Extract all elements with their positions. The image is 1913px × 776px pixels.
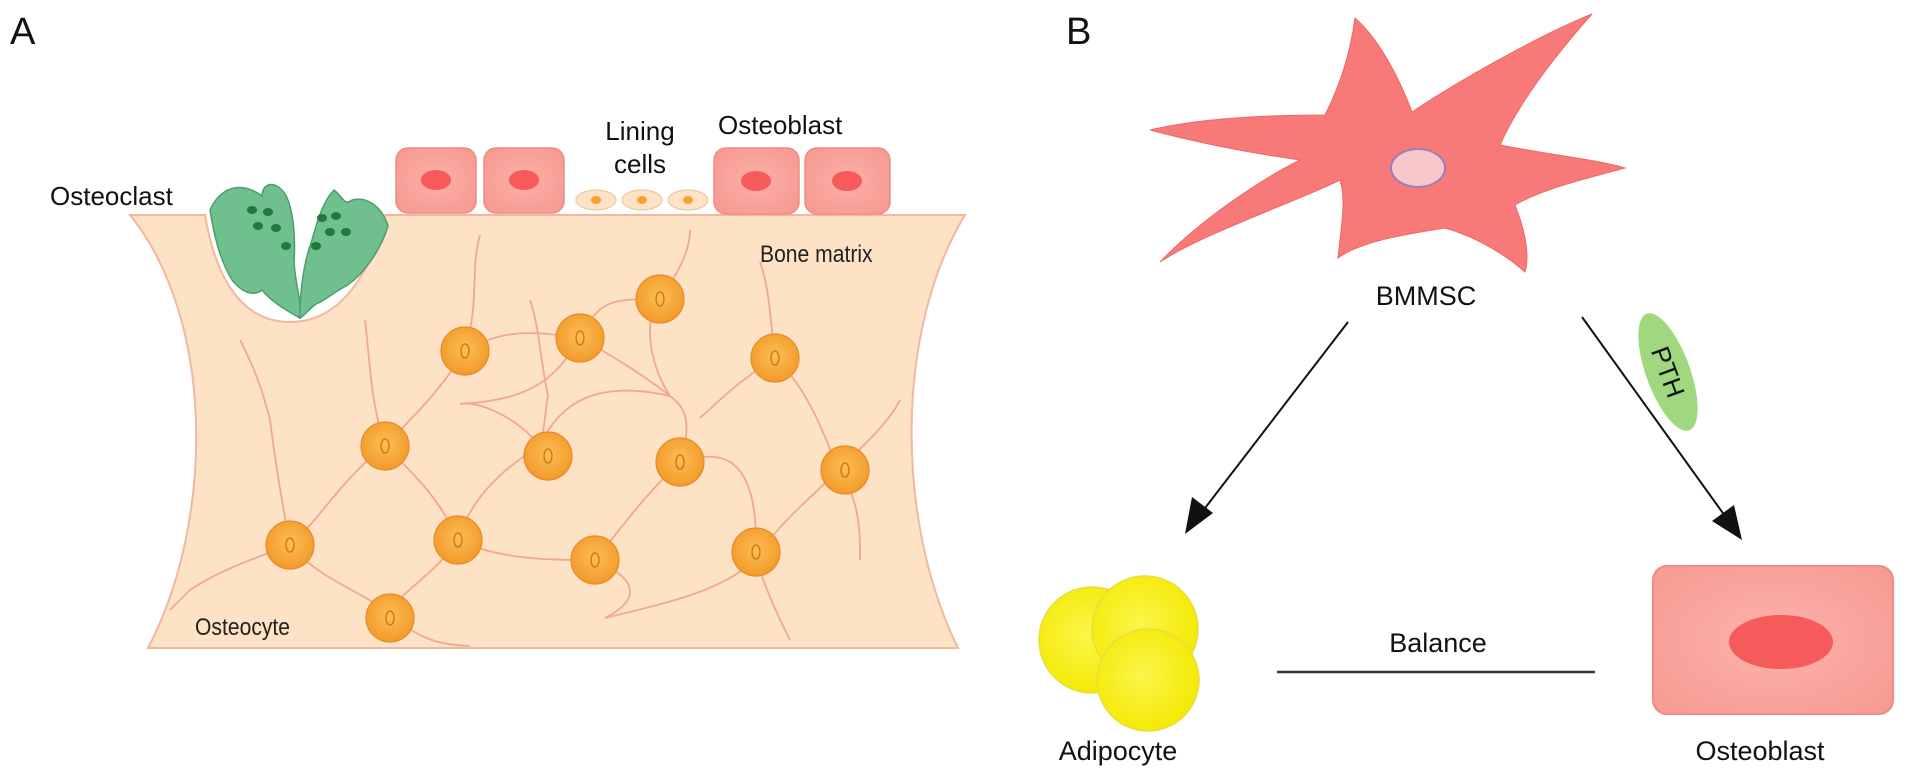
arrowhead-adipocyte bbox=[1185, 497, 1213, 534]
osteoclast-label: Osteoclast bbox=[50, 181, 174, 211]
arrow-to-adipocyte bbox=[1201, 321, 1349, 513]
arrow-to-osteoblast bbox=[1581, 316, 1726, 517]
osteoblast-cell bbox=[395, 147, 477, 214]
bmmsc-label: BMMSC bbox=[1376, 281, 1477, 311]
lining-cell bbox=[621, 189, 663, 211]
bmmsc-nucleus bbox=[1390, 148, 1446, 188]
osteocyte-cell bbox=[523, 431, 573, 481]
balance-label: Balance bbox=[1389, 628, 1487, 658]
osteocyte-cell bbox=[360, 421, 410, 471]
osteocyte-cell bbox=[750, 333, 800, 383]
osteoblast-b-label: Osteoblast bbox=[1695, 736, 1825, 766]
osteocyte-cell bbox=[635, 274, 685, 324]
osteocyte-cell bbox=[570, 535, 620, 585]
pth-pill: PTH bbox=[1638, 313, 1698, 431]
adipocyte-cluster bbox=[1038, 575, 1200, 732]
osteocyte-cell bbox=[655, 437, 705, 487]
osteoblast-large-cell bbox=[1652, 565, 1894, 715]
osteoblast-cell bbox=[713, 147, 800, 215]
bone-matrix-label: Bone matrix bbox=[760, 241, 873, 268]
osteocyte-cell bbox=[433, 515, 483, 565]
lining-cells-label-line2: cells bbox=[614, 149, 666, 179]
lining-cells-label-line1: Lining bbox=[605, 116, 674, 146]
lining-cell bbox=[667, 189, 709, 211]
osteocyte-cell bbox=[440, 326, 490, 376]
osteocyte-cell bbox=[265, 520, 315, 570]
arrowhead-osteoblast bbox=[1712, 505, 1742, 540]
osteocyte-cell bbox=[820, 445, 870, 495]
panel-a-letter: A bbox=[10, 11, 36, 53]
osteoblast-label: Osteoblast bbox=[718, 110, 843, 140]
panel-b-letter: B bbox=[1066, 11, 1091, 53]
lining-cell bbox=[575, 189, 617, 211]
osteocyte-cell bbox=[731, 527, 781, 577]
panel-b: B BMMSC PTH Adipocyte Balance bbox=[1038, 11, 1894, 766]
osteocyte-cell bbox=[365, 593, 415, 643]
osteoblast-cell bbox=[804, 147, 891, 215]
panel-a: A bbox=[10, 11, 967, 649]
osteocyte-cell bbox=[555, 313, 605, 363]
osteoblast-cell bbox=[483, 147, 565, 214]
adipocyte-label: Adipocyte bbox=[1059, 736, 1178, 766]
osteocyte-label: Osteocyte bbox=[195, 614, 290, 641]
osteoclast-cell bbox=[209, 183, 389, 320]
bmmsc-cell bbox=[1149, 13, 1627, 273]
